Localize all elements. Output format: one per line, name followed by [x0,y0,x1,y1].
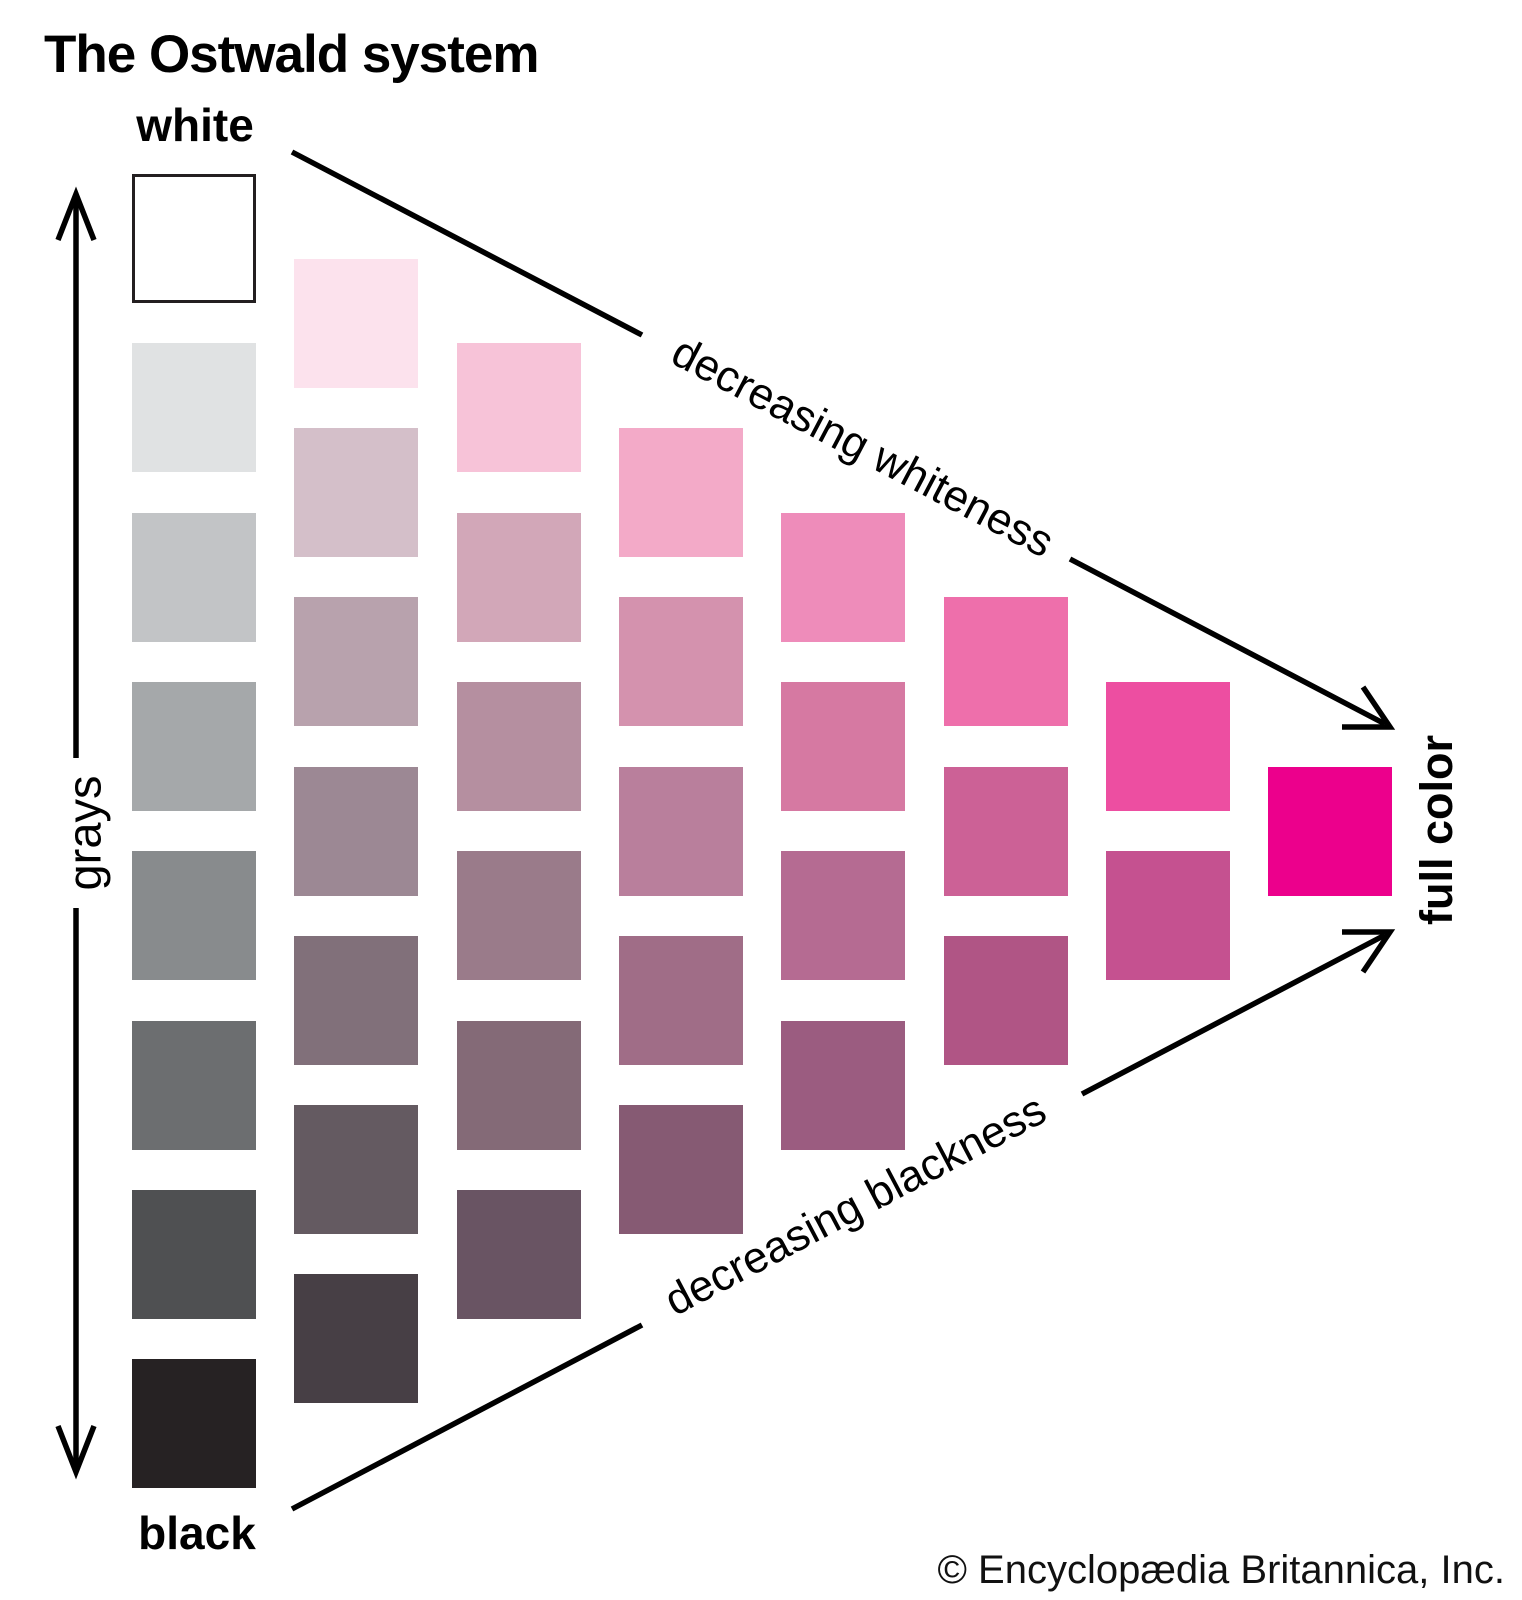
swatch-tint-3-row1 [619,427,743,557]
swatch-tint-3-row5 [619,1105,743,1235]
swatch-tint-2-row1 [457,343,581,473]
swatch-tint-3-row4 [619,935,743,1065]
swatch-grays-row2 [132,343,256,473]
arrow-up-icon [55,186,97,242]
swatch-tint-1-row1 [294,258,418,388]
swatch-tint-1-row5 [294,935,418,1065]
white-label: white [136,99,254,151]
swatch-grays-row7 [132,1189,256,1319]
swatch-tint-1-row6 [294,1105,418,1235]
swatch-full-color-row1 [1268,766,1392,896]
page-title: The Ostwald system [44,25,540,84]
swatch-tint-2-row6 [457,1189,581,1319]
swatch-tint-5-row1 [944,597,1068,727]
swatch-tint-5-row2 [944,766,1068,896]
arrowhead-right-up-icon [1342,929,1396,974]
swatch-grays-row4 [132,681,256,811]
swatch-tint-6-row2 [1106,851,1230,981]
arrowhead-right-down-icon [1342,685,1396,730]
swatch-grays-row3 [132,512,256,642]
swatch-tint-1-row2 [294,427,418,557]
swatch-tint-5-row3 [944,935,1068,1065]
swatch-tint-1-row3 [294,597,418,727]
swatch-grays-row5 [132,851,256,981]
copyright: © Encyclopædia Britannica, Inc. [937,1548,1505,1592]
swatch-tint-2-row3 [457,681,581,811]
swatch-tint-4-row4 [781,1020,905,1150]
swatch-tint-3-row3 [619,766,743,896]
swatch-tint-2-row5 [457,1020,581,1150]
swatch-tint-3-row2 [619,597,743,727]
black-label: black [138,1507,256,1559]
swatch-tint-2-row2 [457,512,581,642]
swatch-tint-1-row4 [294,766,418,896]
full-color-label: full color [1411,735,1462,925]
swatch-tint-4-row1 [781,512,905,642]
swatch-tint-4-row2 [781,681,905,811]
arrow-down-icon [55,1424,97,1480]
swatch-tint-2-row4 [457,851,581,981]
swatch-grays-row6 [132,1020,256,1150]
swatch-grays-row8 [132,1359,256,1489]
swatch-grays-row1 [132,174,256,303]
swatch-tint-6-row1 [1106,681,1230,811]
swatch-tint-1-row7 [294,1274,418,1404]
grays-axis-label: grays [57,775,111,891]
swatch-tint-4-row3 [781,851,905,981]
